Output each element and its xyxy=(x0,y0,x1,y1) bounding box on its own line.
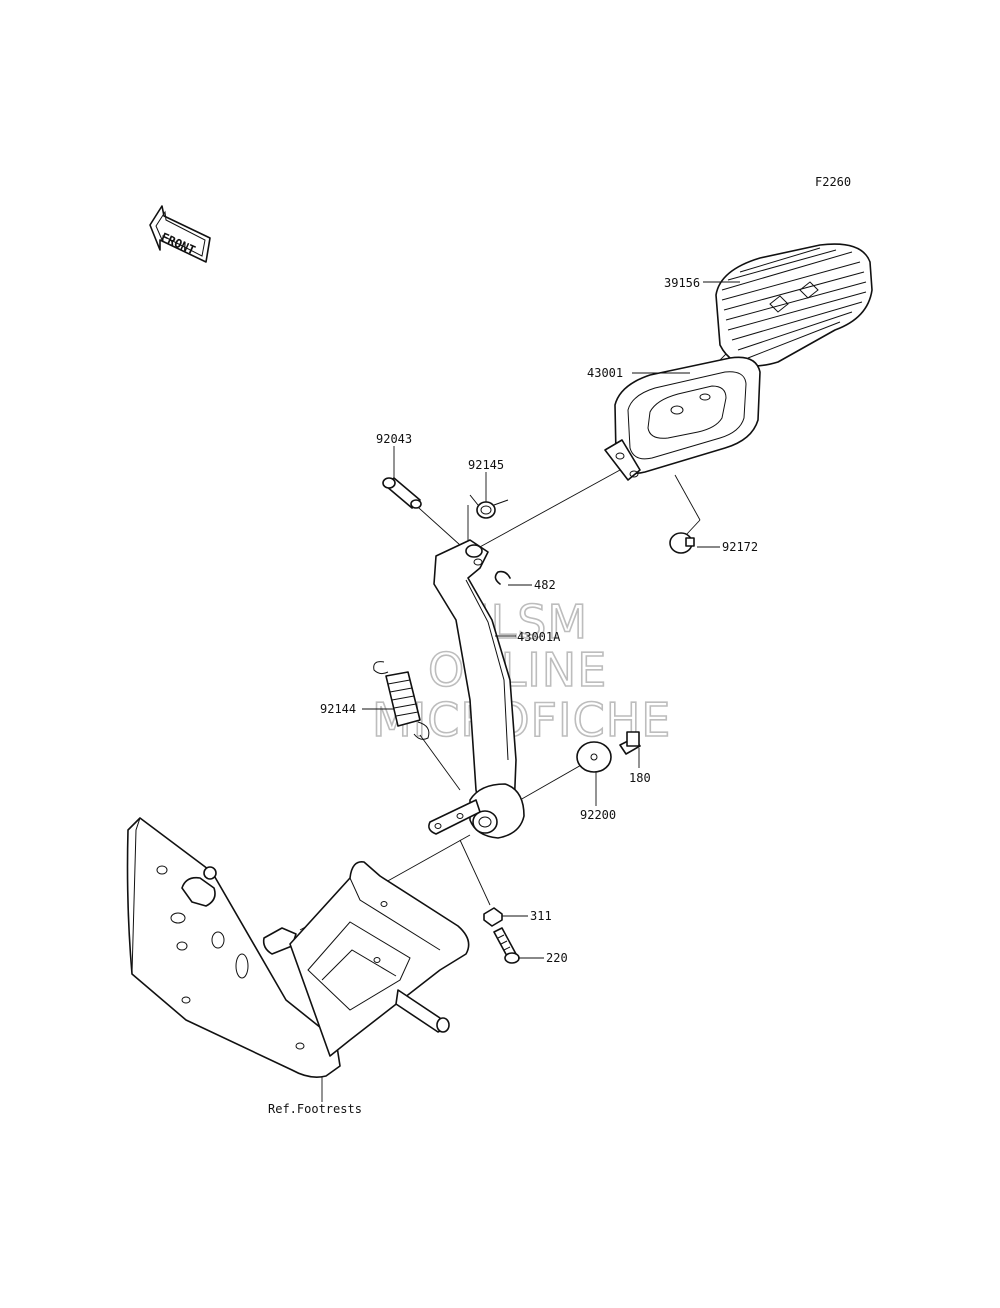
label-39156: 39156 xyxy=(664,276,700,290)
label-92145: 92145 xyxy=(468,458,504,472)
label-180: 180 xyxy=(629,771,651,785)
pivot-bolt-220 xyxy=(493,927,520,964)
label-92200: 92200 xyxy=(580,808,616,822)
label-43001A: 43001A xyxy=(517,630,561,644)
nut-311 xyxy=(483,907,503,927)
label-43001: 43001 xyxy=(587,366,623,380)
label-220: 220 xyxy=(546,951,568,965)
figure-code: F2260 xyxy=(815,175,851,189)
washer-92200 xyxy=(576,741,612,773)
footrest-bracket xyxy=(126,817,470,1102)
pad-screw-92172 xyxy=(669,532,695,554)
label-92172: 92172 xyxy=(722,540,758,554)
pedal-base-43001 xyxy=(604,356,761,481)
label-ref-footrests: Ref.Footrests xyxy=(268,1102,362,1116)
leader-lines xyxy=(362,281,740,959)
front-arrow-icon: FRONT xyxy=(149,205,211,263)
label-482: 482 xyxy=(534,578,556,592)
label-311: 311 xyxy=(530,909,552,923)
pedal-pin-92043 xyxy=(382,477,422,509)
torsion-spring-92145 xyxy=(469,494,509,519)
part-labels: 39156 43001 92043 92145 92172 482 43001A… xyxy=(268,276,758,1116)
label-92043: 92043 xyxy=(376,432,412,446)
clip-482 xyxy=(494,570,511,585)
watermark: HLSM ONLINE MICROFICHE xyxy=(371,594,671,748)
bolt-180 xyxy=(619,731,641,755)
watermark-line-2: ONLINE xyxy=(428,643,607,697)
brake-pedal-arm-43001A xyxy=(428,539,525,839)
label-92144: 92144 xyxy=(320,702,356,716)
pedal-pad-39156 xyxy=(715,243,873,367)
